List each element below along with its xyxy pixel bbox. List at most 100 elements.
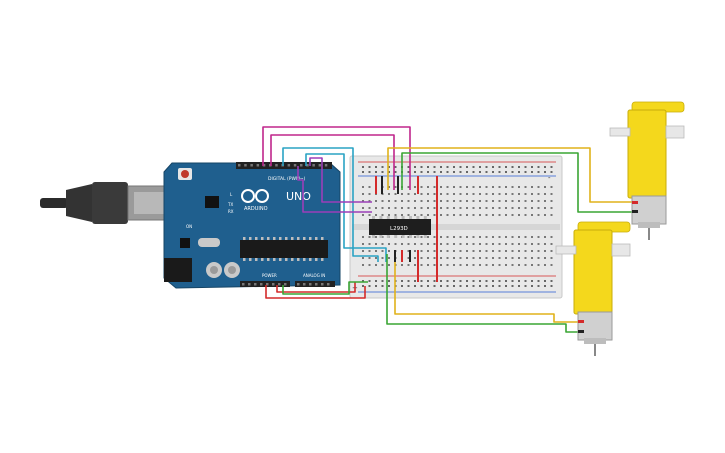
rail-hole (537, 171, 540, 173)
breadboard-hole (544, 236, 546, 238)
breadboard-hole (394, 200, 397, 202)
breadboard-hole (427, 257, 429, 259)
power-jack (164, 258, 192, 282)
breadboard-hole (407, 200, 410, 202)
wire-magenta-1[interactable] (262, 126, 411, 190)
breadboard-hole (511, 207, 514, 209)
breadboard-hole (375, 264, 377, 266)
breadboard-hole (459, 250, 462, 252)
wire-green-bottom[interactable] (386, 254, 580, 333)
breadboard-hole (401, 207, 403, 209)
breadboard-hole (537, 236, 540, 238)
rail-hole (544, 285, 546, 287)
rail-hole (433, 166, 436, 168)
breadboard-hole (505, 243, 507, 245)
breadboard-hole (375, 200, 377, 202)
breadboard-hole (362, 264, 364, 266)
breadboard-hole (511, 257, 514, 259)
rail-hole (492, 285, 494, 287)
wire-magenta-2[interactable] (270, 134, 395, 190)
rail-hole (401, 280, 403, 282)
mcu-pin (309, 258, 312, 261)
usb-cable[interactable] (40, 182, 177, 224)
breadboard-hole (492, 250, 494, 252)
breadboard-hole (446, 186, 449, 188)
breadboard-hole (544, 264, 546, 266)
chip-pin (386, 235, 390, 238)
dc-motor-bottom[interactable] (555, 221, 631, 356)
analog-label: ANALOG IN (303, 273, 325, 278)
arduino-uno-board[interactable]: ARDUINO UNO DIGITAL (PWM~) POWER ANALOG … (163, 162, 341, 289)
wire-red-power-1[interactable] (265, 285, 366, 299)
breadboard[interactable]: + - (349, 155, 563, 299)
rail-hole (459, 166, 462, 168)
tx-label: TX (227, 202, 233, 207)
breadboard-hole (537, 243, 540, 245)
rail-hole (524, 280, 527, 282)
breadboard-hole (407, 243, 410, 245)
wire-purple-1[interactable] (297, 166, 372, 213)
atmega-chip (240, 240, 328, 258)
rail-hole (544, 171, 546, 173)
rail-hole (466, 285, 468, 287)
breadboard-hole (388, 243, 390, 245)
rail-hole (362, 285, 364, 287)
header-hole (250, 164, 253, 167)
wire-cyan-2[interactable] (305, 153, 387, 262)
breadboard-hole (531, 186, 533, 188)
breadboard-hole (362, 200, 364, 202)
rail-hole (407, 171, 410, 173)
chip-pin (409, 216, 412, 219)
breadboard-hole (537, 264, 540, 266)
rail-hole (537, 285, 540, 287)
rail-hole (362, 166, 364, 168)
wire-green-gnd[interactable] (282, 281, 368, 295)
rail-hole (511, 285, 514, 287)
arduino-logo-icon (241, 189, 269, 203)
header-hole (262, 164, 266, 167)
breadboard-hole (544, 243, 546, 245)
breadboard-hole (362, 207, 364, 209)
l293d-chip[interactable]: L293D (369, 216, 431, 238)
rail-hole (544, 280, 546, 282)
breadboard-hole (440, 186, 442, 188)
breadboard-hole (414, 243, 416, 245)
rail-hole (433, 280, 436, 282)
rail-hole (368, 285, 371, 287)
breadboard-hole (433, 250, 436, 252)
mcu-pin (261, 237, 264, 240)
breadboard-hole (440, 214, 442, 216)
rail-hole (492, 166, 494, 168)
breadboard-hole (368, 236, 371, 238)
dc-motor-top[interactable] (609, 101, 685, 240)
breadboard-hole (362, 214, 364, 216)
breadboard-hole (446, 264, 449, 266)
mcu-pin (255, 258, 258, 261)
breadboard-hole (440, 193, 442, 195)
breadboard-hole (531, 193, 533, 195)
wire-green-top[interactable] (401, 152, 636, 213)
breadboard-hole (466, 250, 468, 252)
breadboard-hole (440, 250, 442, 252)
wire-yellow-bottom[interactable] (394, 252, 580, 323)
breadboard-hole (368, 207, 371, 209)
rail-hole (440, 280, 442, 282)
rail-hole (407, 166, 410, 168)
breadboard-hole (375, 214, 377, 216)
rx-label: RX (228, 209, 234, 214)
rail-hole (531, 166, 533, 168)
rail-hole (427, 285, 429, 287)
breadboard-hole (466, 214, 468, 216)
breadboard-hole (420, 236, 423, 238)
wire-red-5v[interactable] (276, 282, 356, 293)
breadboard-hole (518, 200, 520, 202)
breadboard-hole (479, 207, 481, 209)
breadboard-hole (518, 186, 520, 188)
rail-hole (453, 166, 455, 168)
wire-yellow-top[interactable] (387, 147, 636, 203)
breadboard-hole (492, 264, 494, 266)
breadboard-hole (459, 193, 462, 195)
breadboard-hole (492, 243, 494, 245)
wire-purple-2[interactable] (309, 157, 372, 203)
